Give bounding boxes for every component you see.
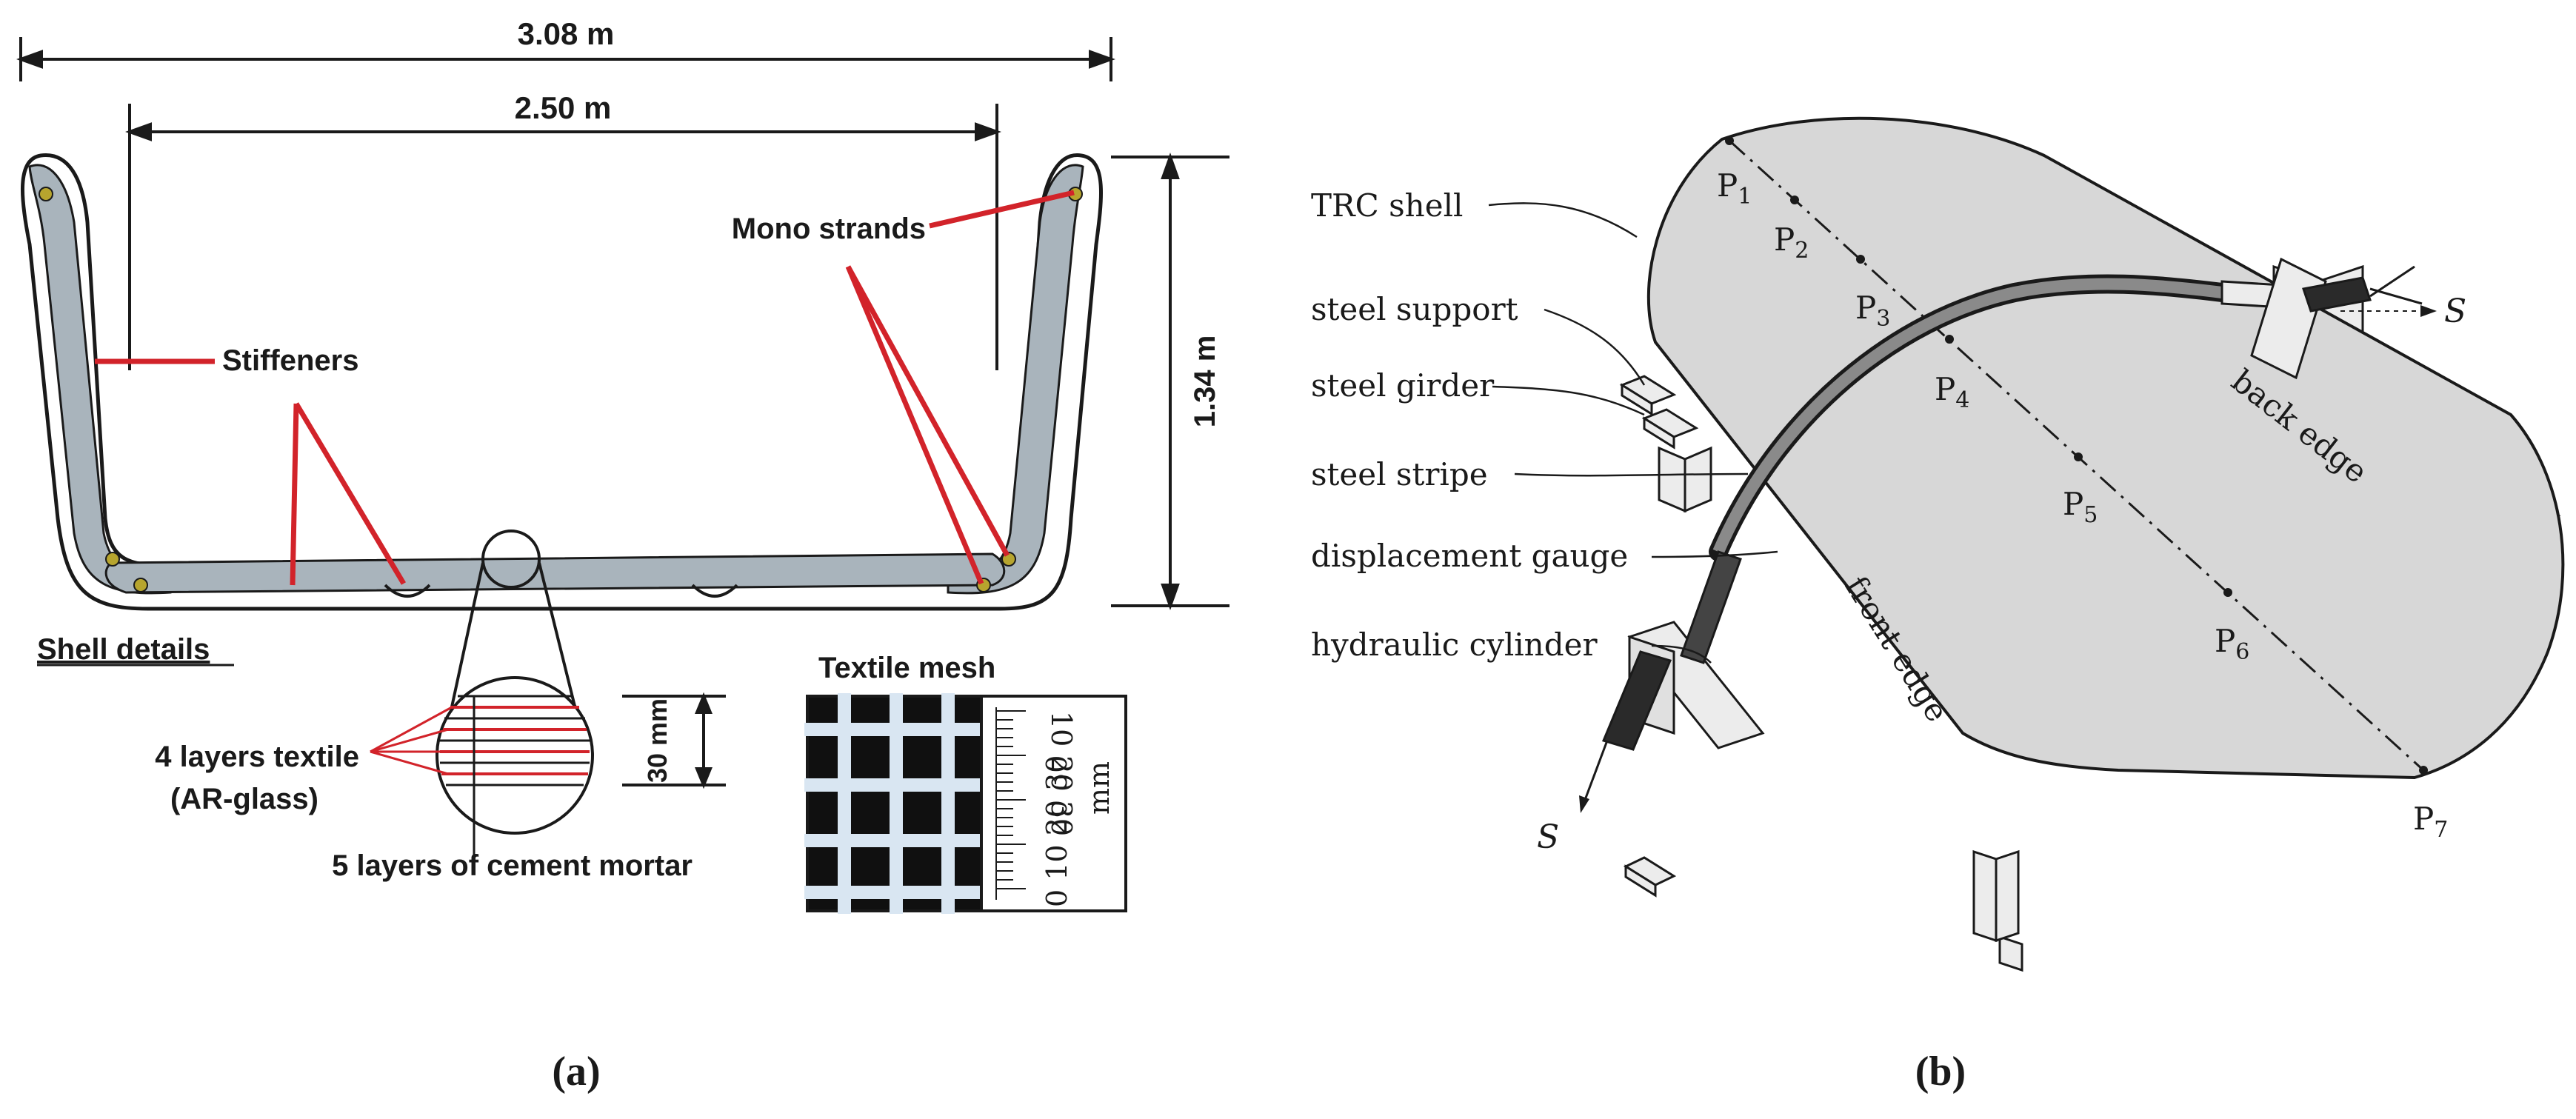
svg-text:P7: P7 bbox=[2413, 801, 2448, 843]
shell-bump-right bbox=[691, 584, 738, 598]
label-stiffeners: Stiffeners bbox=[222, 344, 359, 377]
svg-text:P4: P4 bbox=[1935, 371, 1969, 413]
trc-shell-surface bbox=[1646, 116, 2565, 780]
label-s-right: S bbox=[2444, 293, 2466, 330]
stiffener-right bbox=[947, 164, 1084, 595]
label-layers-textile-2: (AR-glass) bbox=[170, 783, 318, 815]
shell-bump-left bbox=[384, 584, 431, 598]
textile-fan-lines bbox=[370, 706, 453, 775]
mesh-scale-ruler: 10 20 30 0 10 20 30 mm bbox=[980, 695, 1127, 912]
textile-layers bbox=[440, 706, 590, 775]
steel-stripe-highlight bbox=[1712, 278, 2223, 555]
dimension-30mm bbox=[622, 692, 726, 789]
label-steel-stripe: steel stripe bbox=[1311, 456, 1488, 492]
label-mono-strands: Mono strands bbox=[732, 213, 926, 245]
panel-b: P1 P2 P3 P4 P5 P6 P7 S bbox=[1311, 116, 2565, 1095]
shell-bottom bbox=[104, 552, 1006, 594]
label-trc-shell: TRC shell bbox=[1311, 187, 1463, 224]
measurement-point-markers bbox=[1725, 136, 2428, 775]
label-cement: 5 layers of cement mortar bbox=[332, 849, 693, 882]
caption-b: (b) bbox=[1915, 1049, 1966, 1095]
scale-text-top: 10 20 30 bbox=[1045, 711, 1078, 836]
svg-text:P3: P3 bbox=[1855, 290, 1890, 332]
red-leader-lines bbox=[95, 190, 1075, 586]
scale-text: 0 10 20 30 bbox=[1041, 755, 1073, 907]
dim-30mm-label: 30 mm bbox=[642, 698, 673, 783]
hydraulic-cylinder-left bbox=[1579, 550, 1765, 813]
svg-text:P6: P6 bbox=[2215, 623, 2249, 665]
mono-strand-markers bbox=[39, 187, 1083, 592]
svg-text:P1: P1 bbox=[1717, 167, 1752, 210]
panel-a: 3.08 m 2.50 m 1.34 m bbox=[16, 16, 1229, 1095]
dim-outer-label: 3.08 m bbox=[518, 16, 615, 51]
svg-text:P5: P5 bbox=[2063, 486, 2098, 528]
label-steel-support: steel support bbox=[1311, 291, 1518, 327]
label-steel-girder: steel girder bbox=[1311, 367, 1495, 404]
detail-layers-circle bbox=[436, 676, 594, 835]
label-shell-details: Shell details bbox=[37, 633, 210, 666]
measurement-point-labels: P1 P2 P3 P4 P5 P6 P7 bbox=[1717, 167, 2448, 843]
label-hydraulic-cylinder: hydraulic cylinder bbox=[1311, 627, 1598, 663]
caption-a: (a) bbox=[552, 1049, 600, 1095]
dimension-outer-width bbox=[16, 37, 1115, 81]
detail-zoom bbox=[436, 530, 594, 835]
dimension-inner-width bbox=[125, 104, 1001, 370]
svg-text:P2: P2 bbox=[1774, 221, 1809, 264]
label-layers-textile-1: 4 layers textile bbox=[155, 741, 359, 773]
dimension-height bbox=[1111, 153, 1229, 610]
textile-mesh-photo bbox=[804, 693, 984, 914]
label-s-left: S bbox=[1537, 818, 1559, 856]
label-textile-mesh: Textile mesh bbox=[818, 652, 995, 684]
scale-unit: mm bbox=[1083, 761, 1115, 815]
hydraulic-cylinder-right bbox=[2302, 265, 2437, 317]
shell-cross-section bbox=[20, 153, 1103, 611]
dim-height-label: 1.34 m bbox=[1189, 335, 1221, 428]
label-displacement-gauge: displacement gauge bbox=[1311, 538, 1628, 574]
leader-lines-b bbox=[1488, 202, 1778, 664]
mortar-layers bbox=[438, 695, 591, 874]
dim-inner-label: 2.50 m bbox=[515, 90, 612, 125]
